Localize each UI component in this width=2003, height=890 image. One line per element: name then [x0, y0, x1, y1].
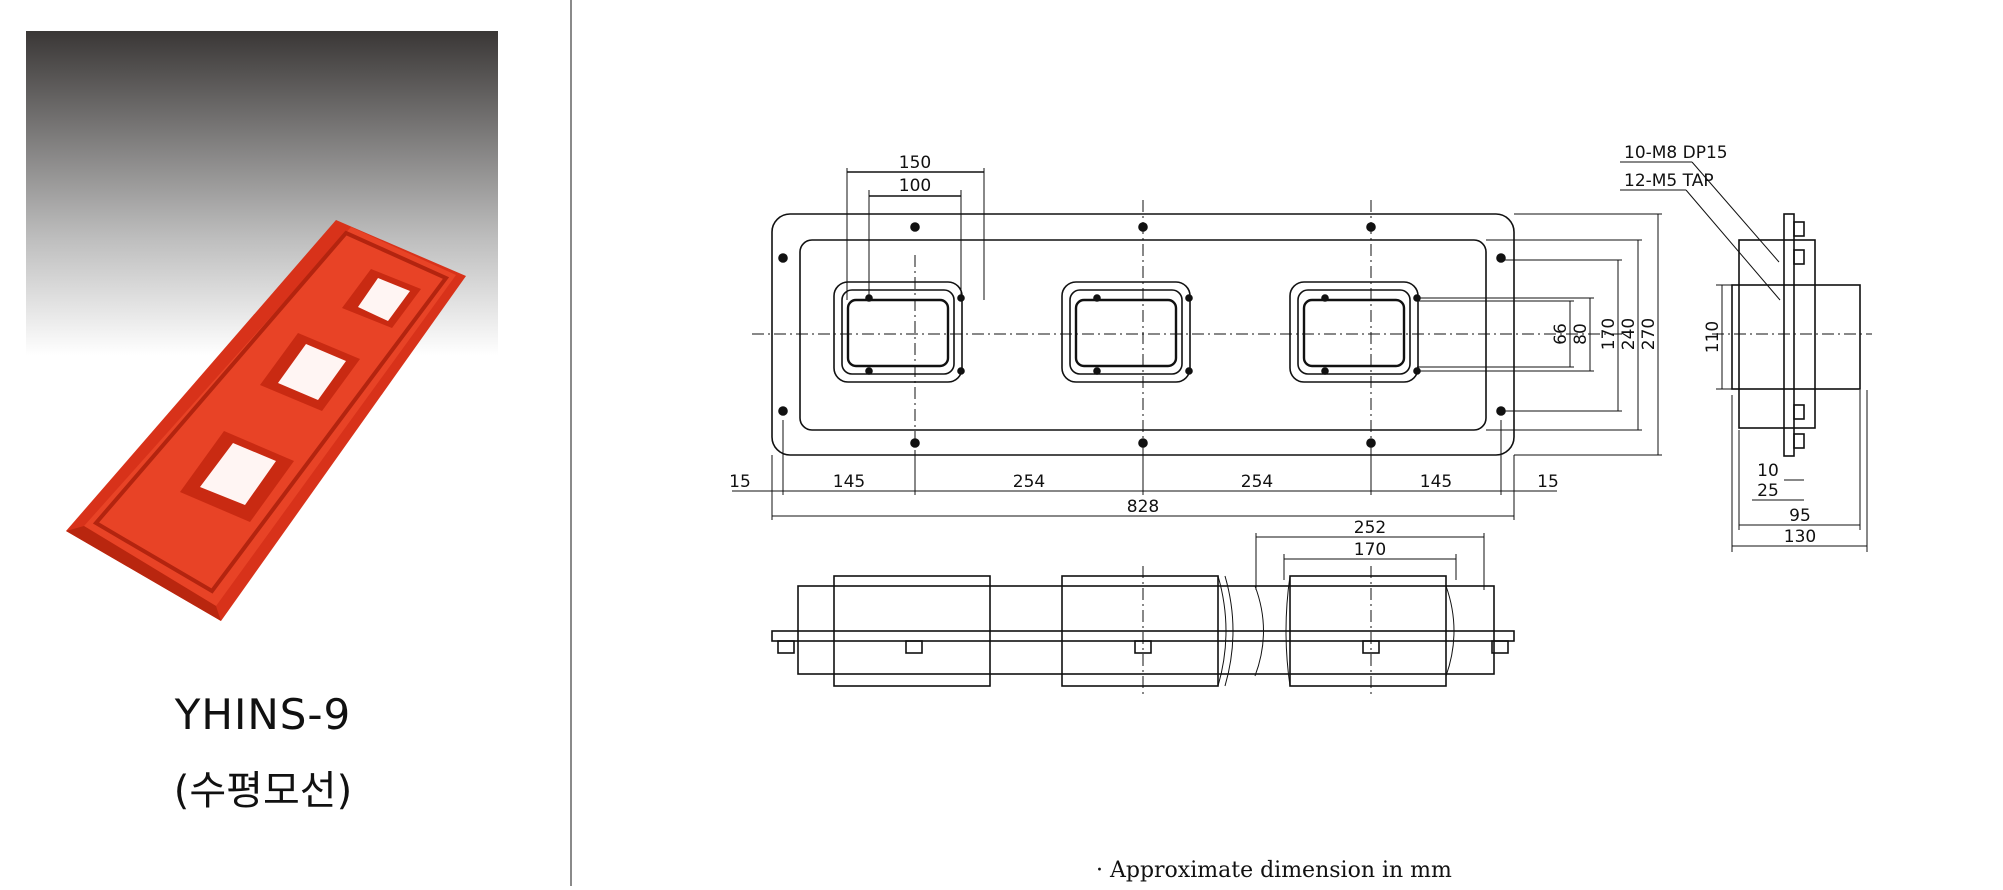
- callout-m5: 12-M5 TAP: [1624, 171, 1714, 191]
- dimension-note: · Approximate dimension in mm: [1096, 858, 1452, 883]
- dim-145-left: 145: [833, 472, 865, 492]
- dim-170: 170: [1599, 318, 1619, 350]
- dim-25: 25: [1757, 481, 1779, 501]
- bottom-view: [771, 533, 1515, 696]
- product-subtitle: (수평모선): [173, 768, 353, 814]
- dim-150: 150: [899, 153, 931, 173]
- dim-254-left: 254: [1013, 472, 1045, 492]
- dim-10: 10: [1757, 461, 1779, 481]
- dim-170-bottom: 170: [1354, 540, 1386, 560]
- panel-divider: [570, 0, 572, 886]
- dim-110: 110: [1703, 321, 1723, 353]
- dim-100: 100: [899, 176, 931, 196]
- product-photo: [26, 31, 498, 621]
- dim-66: 66: [1551, 323, 1571, 345]
- front-window-2: [1061, 281, 1191, 383]
- technical-drawing: 150 100 66 80 170 240 270 15 145 254 254…: [572, 0, 2003, 886]
- dim-15-left: 15: [729, 472, 751, 492]
- dim-95: 95: [1789, 506, 1811, 526]
- dim-80: 80: [1571, 323, 1591, 345]
- dim-254-right: 254: [1241, 472, 1273, 492]
- dim-252: 252: [1354, 518, 1386, 538]
- dim-145-right: 145: [1420, 472, 1452, 492]
- dim-130: 130: [1784, 527, 1816, 547]
- dim-828: 828: [1127, 497, 1159, 517]
- product-name: YHINS-9: [174, 690, 352, 739]
- dim-15-right: 15: [1537, 472, 1559, 492]
- callout-m8: 10-M8 DP15: [1624, 143, 1728, 163]
- side-view: [1712, 213, 1872, 552]
- dim-240: 240: [1619, 318, 1639, 350]
- front-window-1: [833, 281, 963, 383]
- front-window-3: [1289, 281, 1419, 383]
- dim-270: 270: [1639, 318, 1659, 350]
- product-panel: YHINS-9 (수평모선): [0, 0, 570, 886]
- dimension-labels: 150 100 66 80 170 240 270 15 145 254 254…: [729, 143, 1816, 560]
